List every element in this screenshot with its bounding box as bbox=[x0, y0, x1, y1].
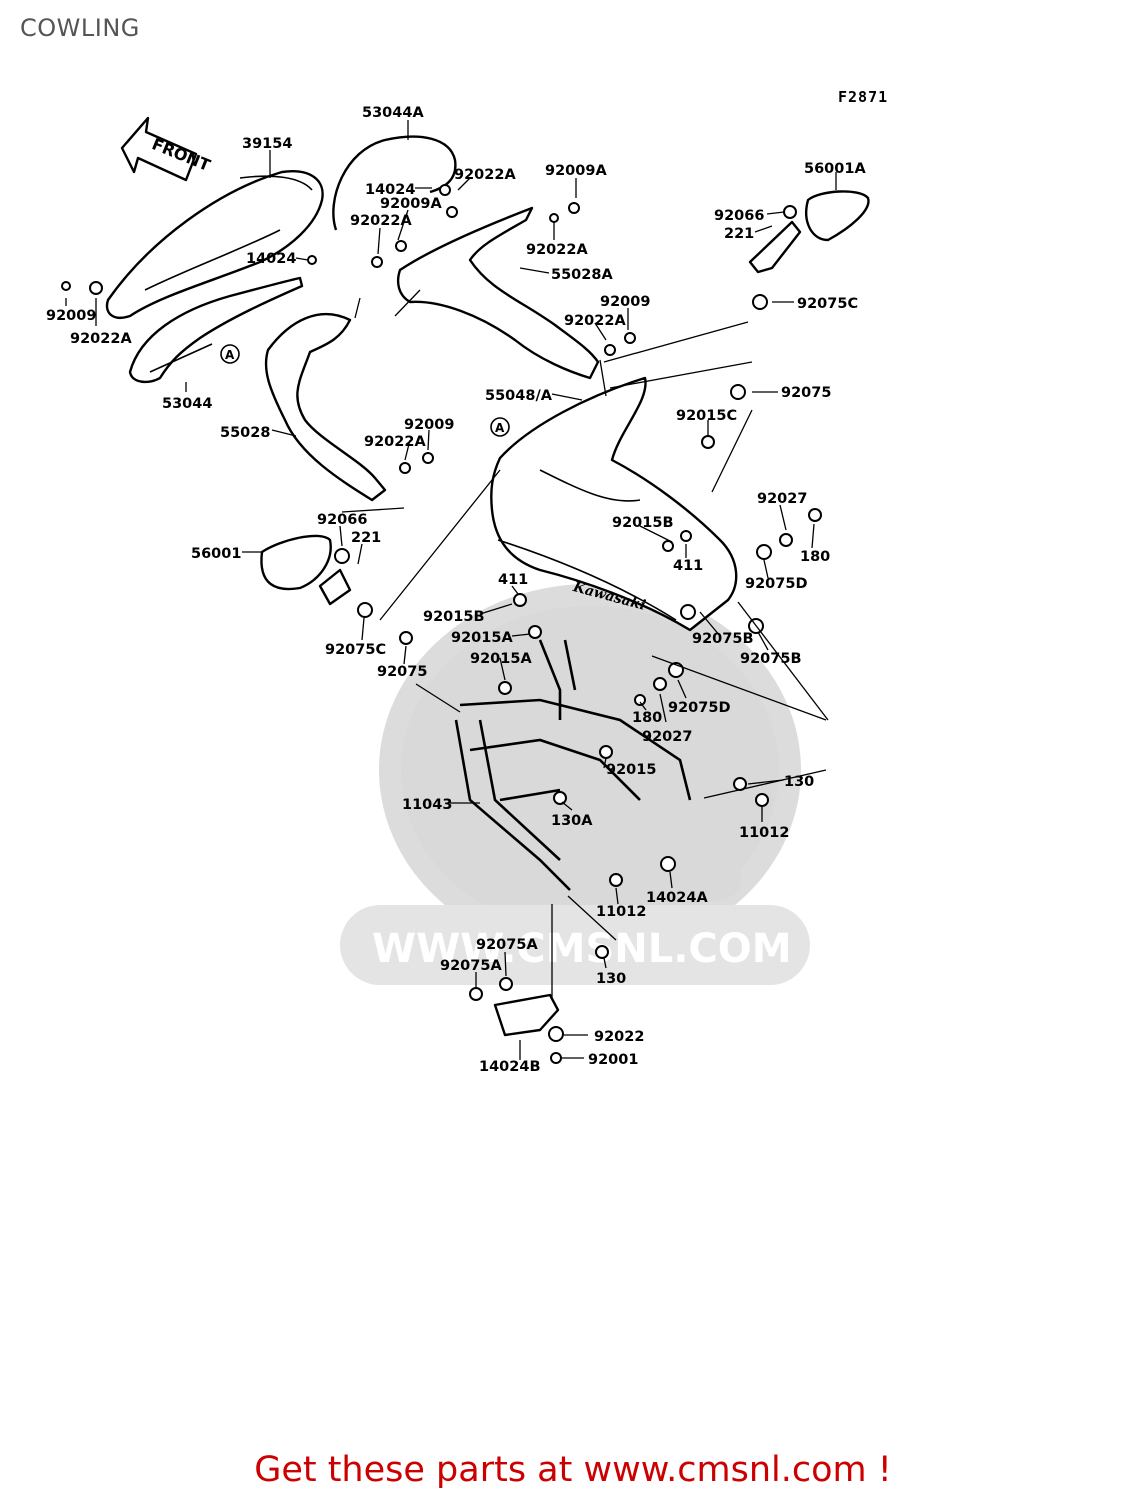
label-130-bottom: 130 bbox=[596, 971, 626, 987]
label-221-right: 221 bbox=[724, 226, 754, 242]
label-221-left: 221 bbox=[351, 530, 381, 546]
windshield bbox=[105, 170, 324, 319]
figure-code: F2871 bbox=[838, 88, 889, 106]
upper-cowling: Kawasaki bbox=[490, 376, 738, 632]
label-180-right: 180 bbox=[800, 549, 830, 565]
callout-a-right: A bbox=[490, 417, 510, 437]
label-92009A-top: 92009A bbox=[545, 163, 607, 179]
leader-lines bbox=[65, 120, 837, 1060]
promo-link[interactable]: Get these parts at www.cmsnl.com ! bbox=[254, 1450, 892, 1490]
front-arrow: FRONT bbox=[120, 116, 213, 182]
label-53044: 53044 bbox=[162, 396, 212, 412]
label-411-left: 411 bbox=[498, 572, 528, 588]
label-92015: 92015 bbox=[606, 762, 656, 778]
label-92075-right: 92075 bbox=[781, 385, 831, 401]
label-55028A: 55028A bbox=[551, 267, 613, 283]
label-14024-mid: 14024 bbox=[246, 251, 296, 267]
label-14024-top: 14024 bbox=[365, 182, 415, 198]
label-55028: 55028 bbox=[220, 425, 270, 441]
label-92009-left: 92009 bbox=[46, 308, 96, 324]
label-92066-right: 92066 bbox=[714, 208, 764, 224]
label-92075B-b: 92075B bbox=[740, 651, 802, 667]
label-130A: 130A bbox=[551, 813, 593, 829]
label-11043: 11043 bbox=[402, 797, 452, 813]
label-92022A-a: 92022A bbox=[454, 167, 516, 183]
label-130-right: 130 bbox=[784, 774, 814, 790]
callout-a-left: A bbox=[220, 344, 240, 364]
label-92075-left: 92075 bbox=[377, 664, 427, 680]
label-92075B-a: 92075B bbox=[692, 631, 754, 647]
label-92022A-mid: 92022A bbox=[564, 313, 626, 329]
label-11012-right: 11012 bbox=[739, 825, 789, 841]
callout-a-right-label: A bbox=[495, 421, 505, 435]
label-92022A-d: 92022A bbox=[364, 434, 426, 450]
label-92022A-b: 92022A bbox=[350, 213, 412, 229]
label-92075A-a: 92075A bbox=[476, 937, 538, 953]
label-92027-right: 92027 bbox=[757, 491, 807, 507]
lower-trim bbox=[128, 276, 304, 384]
bracket-14024B bbox=[493, 993, 560, 1037]
label-92066-left: 92066 bbox=[317, 512, 367, 528]
label-92075D-bottom: 92075D bbox=[668, 700, 730, 716]
label-92075C-right: 92075C bbox=[797, 296, 858, 312]
cmsnl-watermark: CMS WWW.CMSNL.COM bbox=[340, 584, 810, 985]
label-56001: 56001 bbox=[191, 546, 241, 562]
label-11012-bottom: 11012 bbox=[596, 904, 646, 920]
label-92022A-c: 92022A bbox=[526, 242, 588, 258]
label-92009A-mid: 92009A bbox=[380, 196, 442, 212]
label-411-right: 411 bbox=[673, 558, 703, 574]
mirror-right bbox=[748, 190, 870, 274]
label-92022: 92022 bbox=[594, 1029, 644, 1045]
label-92015B-right: 92015B bbox=[612, 515, 674, 531]
label-92015C: 92015C bbox=[676, 408, 737, 424]
label-14024A: 14024A bbox=[646, 890, 708, 906]
inner-panel-right bbox=[396, 206, 600, 380]
inner-panel-left bbox=[264, 312, 387, 502]
label-56001A: 56001A bbox=[804, 161, 866, 177]
label-39154: 39154 bbox=[242, 136, 292, 152]
watermark-logo: CMS bbox=[480, 798, 749, 926]
label-180-bottom: 180 bbox=[632, 710, 662, 726]
label-55048A: 55048/A bbox=[485, 388, 553, 404]
label-92009-mid: 92009 bbox=[600, 294, 650, 310]
label-92027-bottom: 92027 bbox=[642, 729, 692, 745]
label-92022A-left: 92022A bbox=[70, 331, 132, 347]
callout-a-left-label: A bbox=[225, 348, 235, 362]
page-title: COWLING bbox=[20, 14, 140, 42]
label-92015A-a: 92015A bbox=[451, 630, 513, 646]
label-92015B-left: 92015B bbox=[423, 609, 485, 625]
label-92075C-left: 92075C bbox=[325, 642, 386, 658]
mirror-left bbox=[260, 534, 352, 606]
label-92075A-b: 92075A bbox=[440, 958, 502, 974]
cowling-stay bbox=[454, 639, 692, 891]
label-53044A: 53044A bbox=[362, 105, 424, 121]
part-labels: 53044A 39154 14024 92022A 92009A 92009A … bbox=[46, 105, 866, 1075]
label-92075D-right: 92075D bbox=[745, 576, 807, 592]
windshield-trim bbox=[332, 135, 457, 231]
label-92009-bottom: 92009 bbox=[404, 417, 454, 433]
watermark-text: WWW.CMSNL.COM bbox=[372, 926, 792, 972]
label-92001: 92001 bbox=[588, 1052, 638, 1068]
label-92015A-b: 92015A bbox=[470, 651, 532, 667]
label-14024B: 14024B bbox=[479, 1059, 541, 1075]
